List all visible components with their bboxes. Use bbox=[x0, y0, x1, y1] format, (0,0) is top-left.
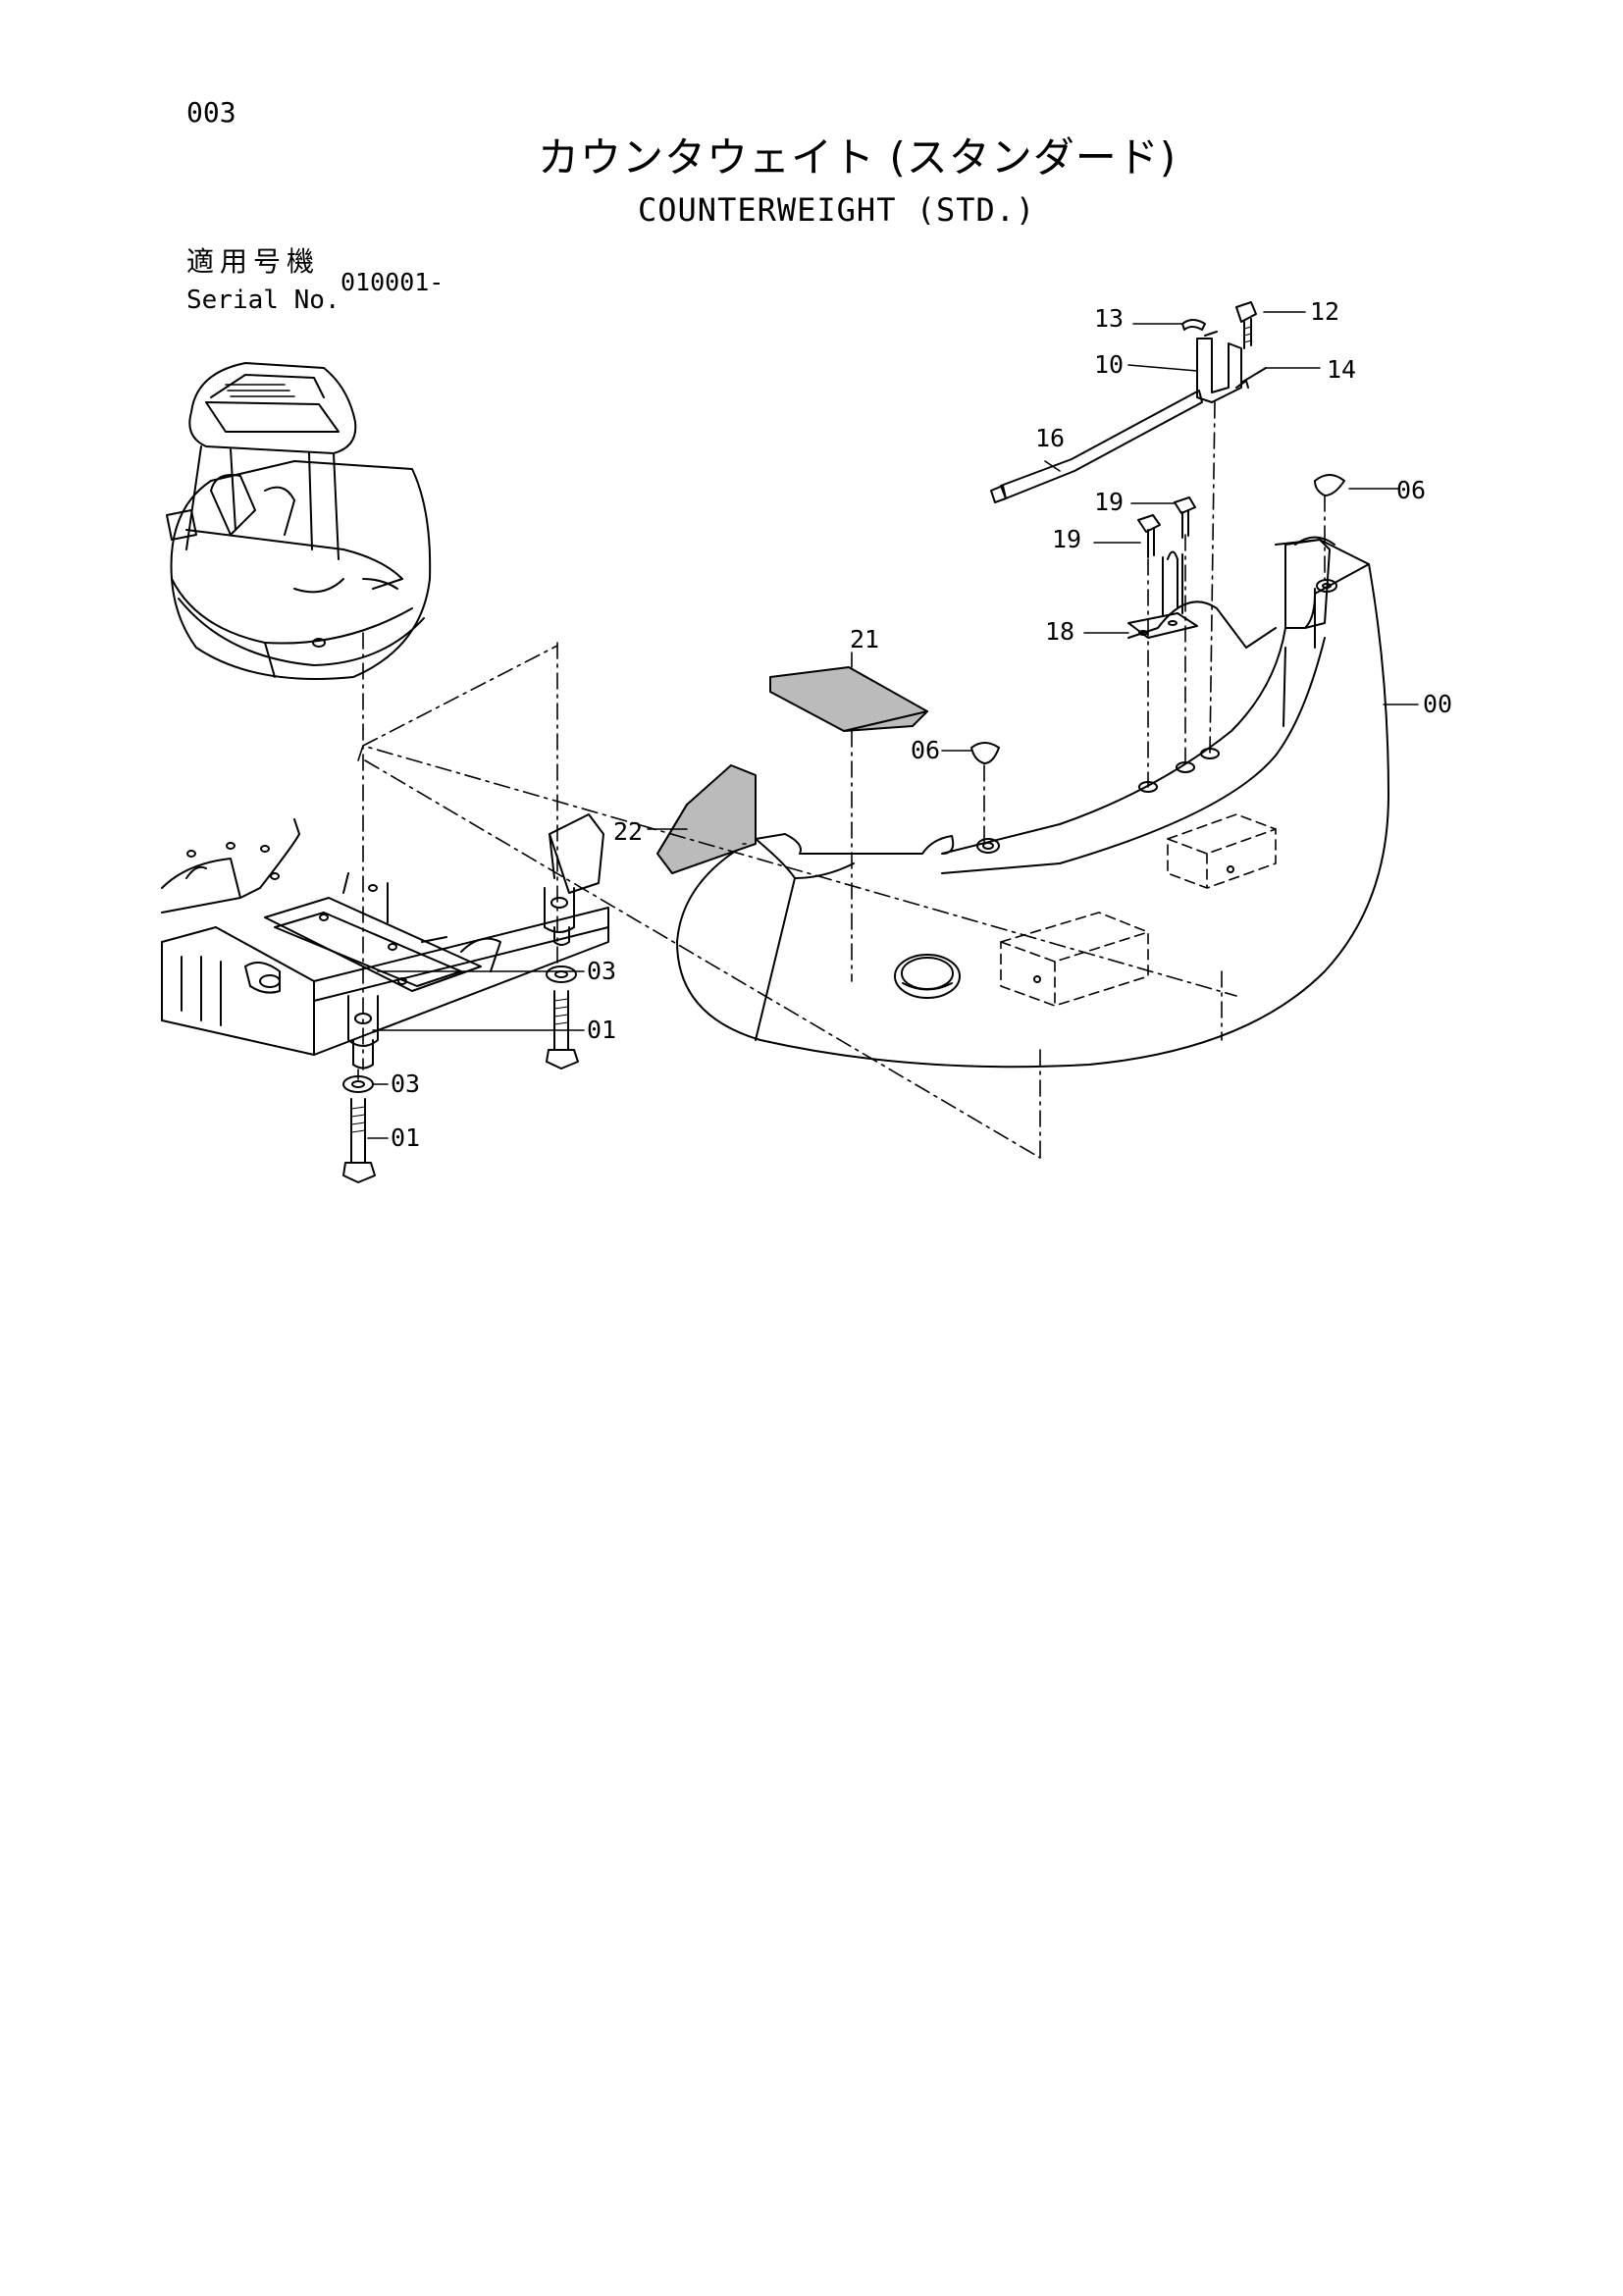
stay-bracket-assembly bbox=[971, 302, 1344, 763]
serial-label-english: Serial No. bbox=[186, 286, 340, 315]
machine-overview-thumbnail bbox=[167, 363, 430, 679]
callout-leader-lines bbox=[368, 312, 1418, 1138]
page-title-english: COUNTERWEIGHT (STD.) bbox=[638, 191, 1036, 229]
counterweight-body bbox=[677, 538, 1388, 1068]
callout-01-lower: 01 bbox=[391, 1123, 420, 1152]
callout-03-upper: 03 bbox=[587, 957, 616, 985]
counterweight-exploded-diagram: 13 12 10 14 16 06 19 19 18 21 00 06 22 0… bbox=[0, 297, 1452, 1276]
fastener-stack-right bbox=[547, 966, 578, 1069]
serial-label-japanese: 適用号機 bbox=[186, 245, 321, 278]
callout-06-middle: 06 bbox=[911, 736, 940, 764]
callout-00: 00 bbox=[1423, 690, 1452, 718]
callout-13: 13 bbox=[1094, 304, 1124, 333]
callout-03-lower: 03 bbox=[391, 1070, 420, 1098]
serial-number-value: 010001- bbox=[340, 268, 445, 296]
rubber-pad-22 bbox=[657, 765, 756, 873]
callout-19-bottom: 19 bbox=[1052, 525, 1081, 553]
assembly-center-lines bbox=[358, 402, 1325, 1158]
callout-18: 18 bbox=[1045, 617, 1074, 646]
page-number: 003 bbox=[186, 96, 236, 129]
callout-labels: 13 12 10 14 16 06 19 19 18 21 00 06 22 0… bbox=[391, 297, 1452, 1152]
callout-16: 16 bbox=[1035, 424, 1065, 452]
fastener-stack-left bbox=[343, 1076, 375, 1182]
callout-19-top: 19 bbox=[1094, 488, 1124, 516]
swing-frame bbox=[162, 814, 608, 1069]
callout-10: 10 bbox=[1094, 350, 1124, 379]
callout-14: 14 bbox=[1327, 355, 1356, 384]
rubber-pad-21 bbox=[770, 667, 927, 731]
callout-06-top: 06 bbox=[1396, 476, 1426, 504]
callout-01-upper: 01 bbox=[587, 1016, 616, 1044]
callout-12: 12 bbox=[1310, 297, 1339, 326]
page-title-japanese: カウンタウェイト (スタンダード) bbox=[538, 133, 1178, 182]
callout-21: 21 bbox=[850, 625, 879, 653]
callout-22: 22 bbox=[613, 817, 643, 846]
